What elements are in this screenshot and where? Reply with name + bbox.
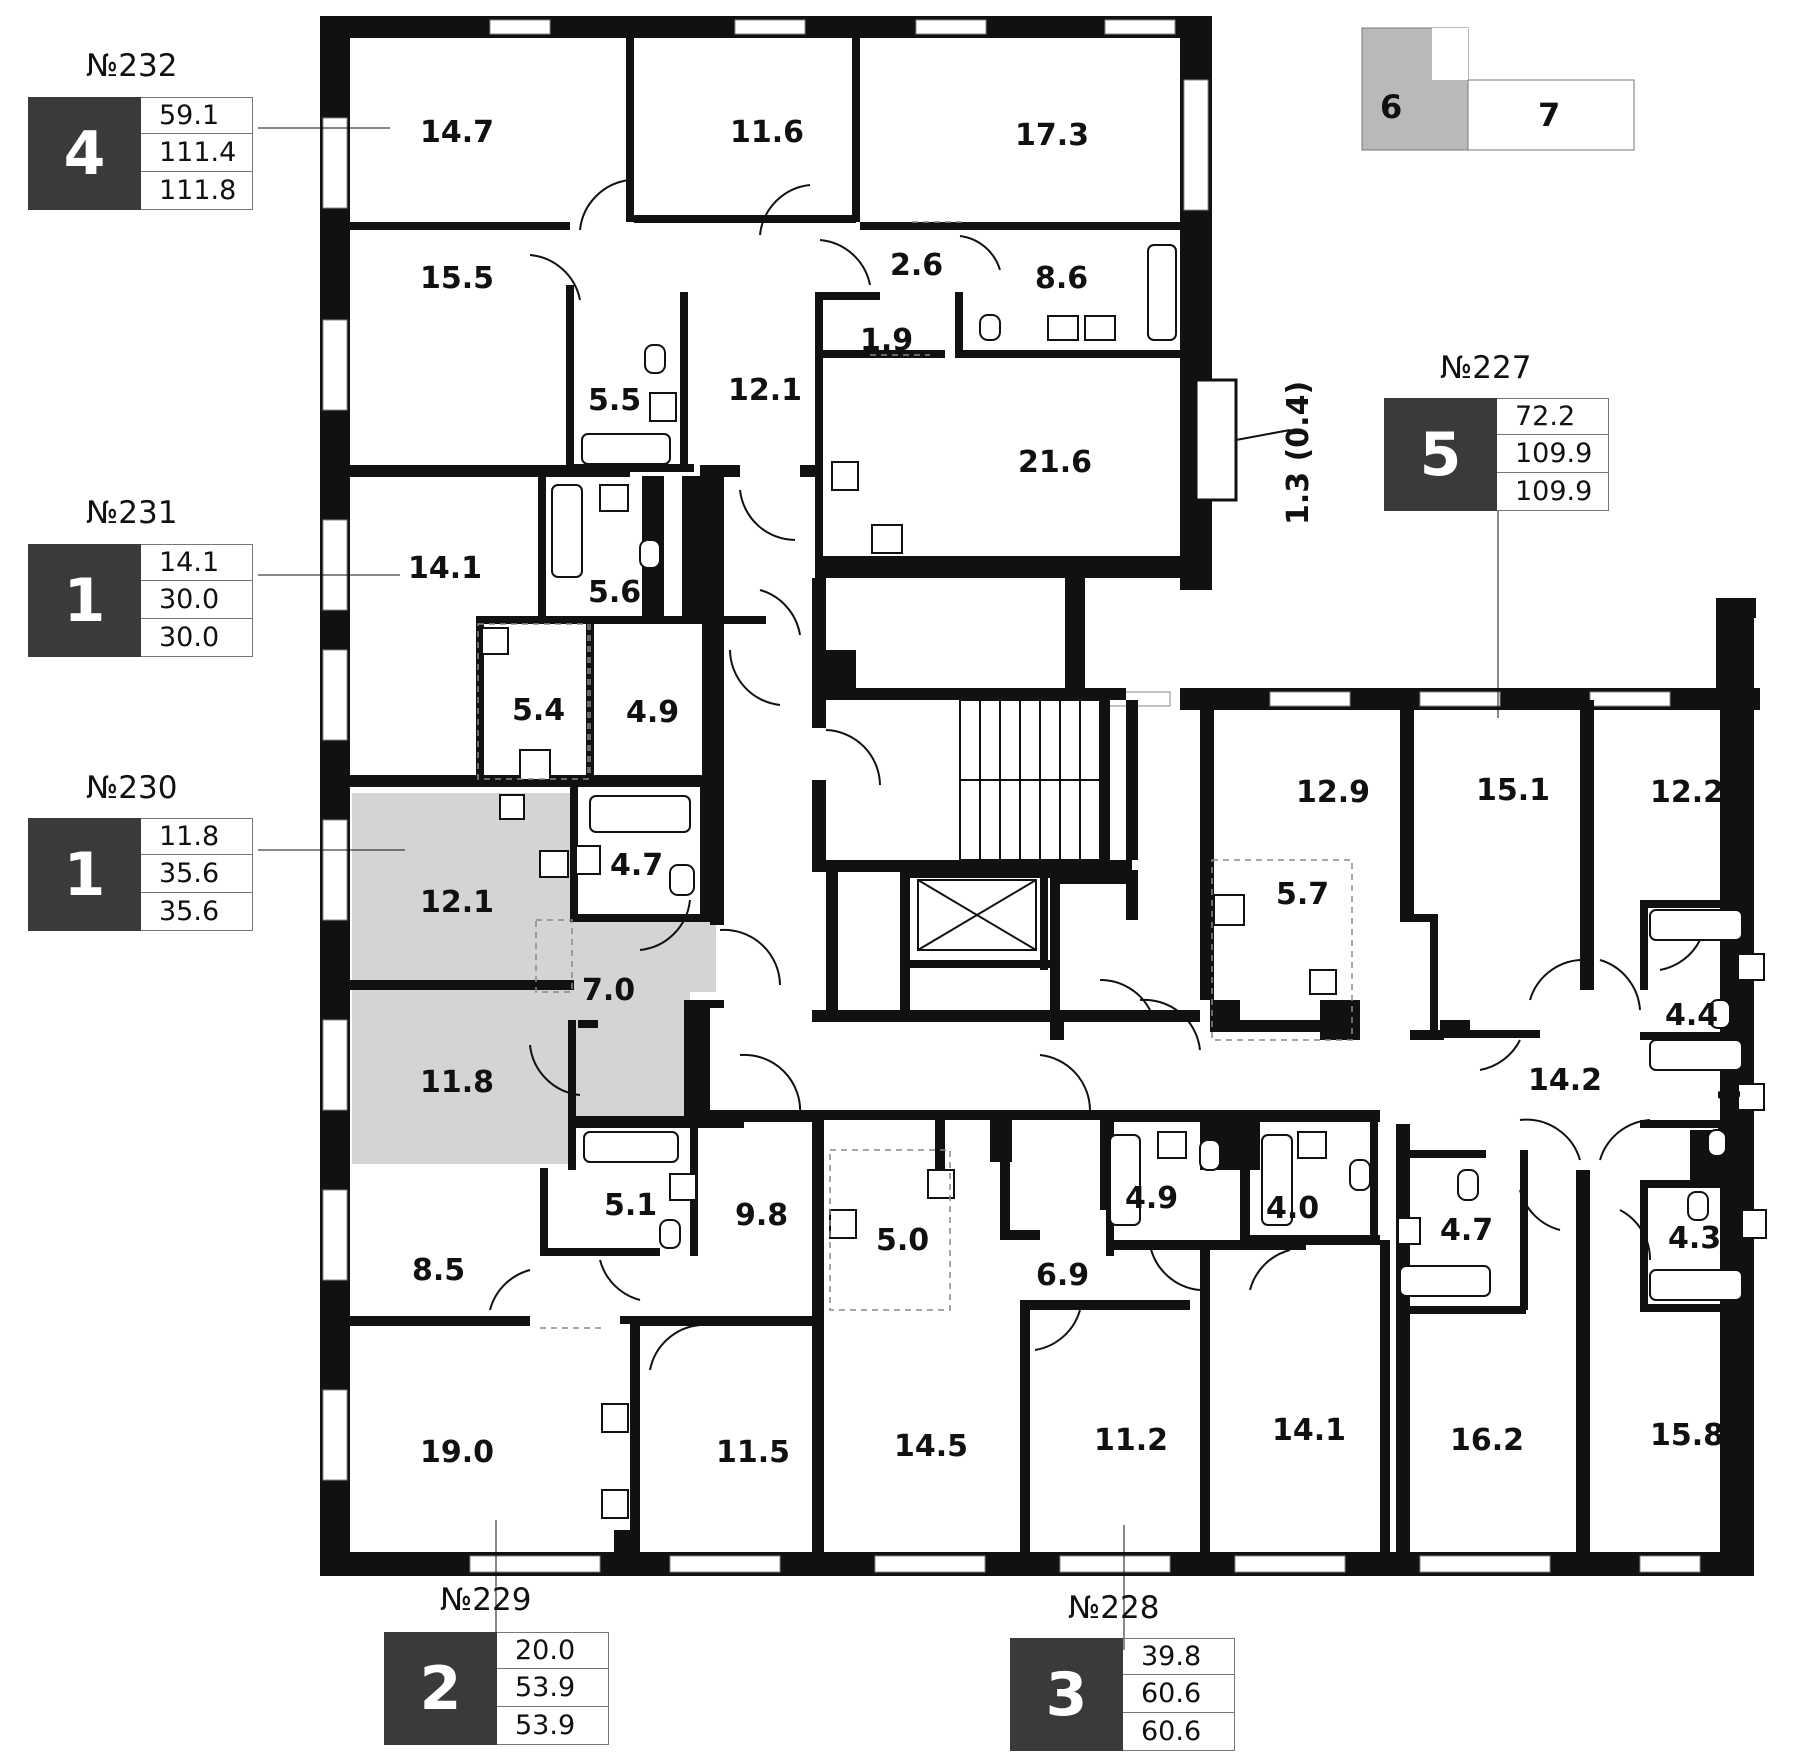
room-label: 15.1 xyxy=(1476,773,1550,808)
room-label: 8.5 xyxy=(412,1253,465,1288)
apartment-legend-229[interactable]: 2 20.0 53.9 53.9 xyxy=(384,1632,609,1745)
total-area: 30.0 xyxy=(141,581,253,619)
room-label: 4.4 xyxy=(1665,998,1718,1033)
room-label: 4.3 xyxy=(1668,1221,1721,1256)
room-label: 11.8 xyxy=(420,1065,494,1100)
room-count-badge: 3 xyxy=(1010,1638,1123,1751)
room-label: 2.6 xyxy=(890,248,943,283)
room-count-badge: 5 xyxy=(1384,398,1497,511)
room-label: 6.9 xyxy=(1036,1258,1089,1293)
room-label: 15.5 xyxy=(420,261,494,296)
room-count-badge: 1 xyxy=(28,818,141,931)
living-area: 59.1 xyxy=(141,97,253,134)
room-label: 11.6 xyxy=(730,115,804,150)
room-label: 14.7 xyxy=(420,115,494,150)
room-label: 14.2 xyxy=(1528,1063,1602,1098)
room-labels: 14.7 11.6 17.3 15.5 2.6 8.6 1.9 5.5 12.1… xyxy=(408,115,1748,1470)
room-label: 11.5 xyxy=(716,1435,790,1470)
total-area-with-balcony: 53.9 xyxy=(497,1707,609,1745)
living-area: 39.8 xyxy=(1123,1638,1235,1675)
room-label: 4.0 xyxy=(1266,1191,1319,1226)
door-swings xyxy=(489,179,1701,1371)
room-label: 16.2 xyxy=(1450,1423,1524,1458)
room-label-rotated: 4.4 xyxy=(1713,1087,1748,1140)
total-area: 53.9 xyxy=(497,1669,609,1707)
room-count-badge: 4 xyxy=(28,97,141,210)
total-area-with-balcony: 30.0 xyxy=(141,619,253,657)
room-label: 14.1 xyxy=(1272,1413,1346,1448)
room-label: 5.7 xyxy=(1276,877,1329,912)
room-label: 9.8 xyxy=(735,1198,788,1233)
room-count-badge: 1 xyxy=(28,544,141,657)
leader-lines xyxy=(258,127,1499,1650)
living-area: 20.0 xyxy=(497,1632,609,1669)
apartment-number: №230 xyxy=(86,770,178,806)
room-label: 17.3 xyxy=(1015,118,1089,153)
room-label: 5.4 xyxy=(512,693,565,728)
room-label: 4.7 xyxy=(610,848,663,883)
apartment-legend-231[interactable]: 1 14.1 30.0 30.0 xyxy=(28,544,253,657)
balcony xyxy=(1194,378,1291,502)
apartment-number: №228 xyxy=(1068,1590,1160,1626)
room-label: 4.9 xyxy=(626,695,679,730)
total-area-with-balcony: 111.8 xyxy=(141,172,253,210)
apartment-number: №229 xyxy=(440,1582,532,1618)
room-label: 12.2 xyxy=(1650,775,1724,810)
elevator-icon xyxy=(917,879,1037,951)
section-minimap xyxy=(1361,27,1635,151)
apartment-number: №231 xyxy=(86,495,178,531)
balcony-label: 1.3 (0.4) xyxy=(1281,381,1316,525)
room-label: 12.1 xyxy=(420,885,494,920)
room-label: 19.0 xyxy=(420,1435,494,1470)
room-label: 15.8 xyxy=(1650,1418,1724,1453)
room-label: 7.0 xyxy=(582,973,635,1008)
apartment-legend-227[interactable]: 5 72.2 109.9 109.9 xyxy=(1384,398,1609,511)
total-area-with-balcony: 109.9 xyxy=(1497,473,1609,511)
stairs xyxy=(959,699,1101,861)
room-label: 12.9 xyxy=(1296,775,1370,810)
section-neighbor: 7 xyxy=(1538,96,1560,134)
section-neighbor-number: 7 xyxy=(1538,96,1561,134)
room-label: 12.1 xyxy=(728,373,802,408)
room-label: 5.6 xyxy=(588,575,641,610)
apartment-legend-230[interactable]: 1 11.8 35.6 35.6 xyxy=(28,818,253,931)
total-area: 109.9 xyxy=(1497,435,1609,473)
living-area: 14.1 xyxy=(141,544,253,581)
total-area: 111.4 xyxy=(141,134,253,172)
kitchen-zones xyxy=(477,221,1353,1329)
room-label: 4.9 xyxy=(1125,1181,1178,1216)
room-label: 14.1 xyxy=(408,551,482,586)
room-label: 4.7 xyxy=(1440,1213,1493,1248)
section-current-number: 6 xyxy=(1380,88,1403,126)
apartment-legend-228[interactable]: 3 39.8 60.6 60.6 xyxy=(1010,1638,1235,1751)
room-label: 21.6 xyxy=(1018,445,1092,480)
room-label: 5.1 xyxy=(604,1188,657,1223)
total-area: 35.6 xyxy=(141,855,253,893)
total-area: 60.6 xyxy=(1123,1675,1235,1713)
highlighted-apartment-230[interactable] xyxy=(352,793,716,1164)
room-label: 5.0 xyxy=(876,1223,929,1258)
fixtures xyxy=(481,244,1767,1519)
room-count-badge: 2 xyxy=(384,1632,497,1745)
apartment-number: №227 xyxy=(1440,350,1532,386)
section-current: 6 xyxy=(1380,88,1402,126)
room-label: 1.9 xyxy=(860,323,913,358)
living-area: 72.2 xyxy=(1497,398,1609,435)
living-area: 11.8 xyxy=(141,818,253,855)
apartment-legend-232[interactable]: 4 59.1 111.4 111.8 xyxy=(28,97,253,210)
total-area-with-balcony: 35.6 xyxy=(141,893,253,931)
total-area-with-balcony: 60.6 xyxy=(1123,1713,1235,1751)
room-label: 8.6 xyxy=(1035,261,1088,296)
room-label: 14.5 xyxy=(894,1429,968,1464)
room-label: 11.2 xyxy=(1094,1423,1168,1458)
apartment-number: №232 xyxy=(86,48,178,84)
room-label: 5.5 xyxy=(588,383,641,418)
windows xyxy=(322,19,1701,1573)
